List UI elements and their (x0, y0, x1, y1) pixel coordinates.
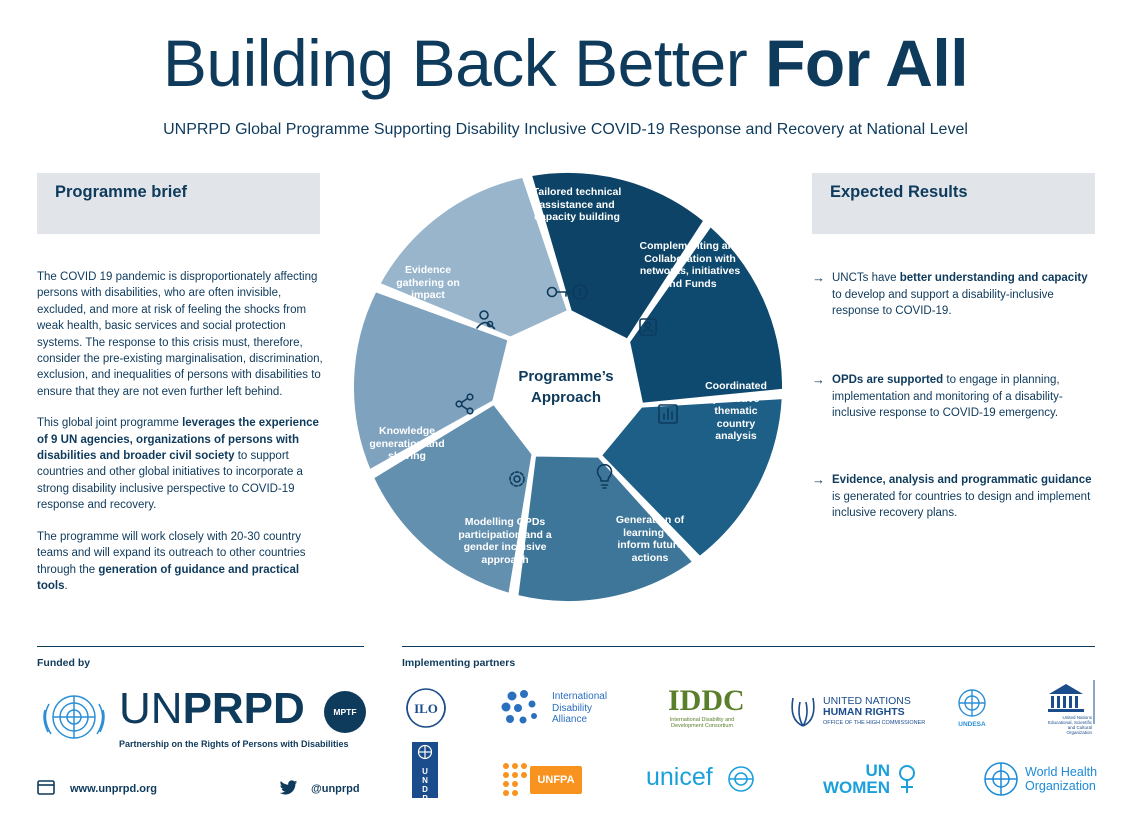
segment-generation-learning (516, 454, 695, 603)
segment-collaboration (628, 225, 785, 405)
brief-paragraph-2: This global joint programme leverages th… (37, 417, 319, 512)
ohchr-emblem-icon (791, 697, 815, 727)
title-bold: For All (765, 26, 969, 100)
segment-label-country-analysis: Coordinated proactive thematic country a… (705, 380, 767, 442)
unesco-temple-icon (1048, 680, 1095, 724)
iddc-logo: IDDC (668, 684, 745, 717)
svg-text:ILO: ILO (414, 701, 438, 716)
unfpa-dots-icon (503, 763, 527, 796)
undesa-emblem-icon (958, 689, 986, 717)
programme-brief-heading: Programme brief (37, 173, 320, 234)
gear-icon (509, 471, 525, 487)
segment-country-analysis (600, 397, 784, 558)
twitter-icon[interactable] (279, 780, 298, 796)
unesco-tagline: United Nations Educational, Scientific a… (1047, 715, 1092, 735)
undesa-logo-text: UNDESA (958, 721, 986, 728)
lightbulb-icon (596, 463, 613, 489)
result-item-2: → OPDs are supported to engage in planni… (812, 372, 1063, 419)
user-search-icon (476, 310, 496, 330)
approach-center-label: Programme’s Approach (518, 368, 614, 406)
unfpa-logo: UNFPA (530, 766, 582, 794)
segment-modelling-opds (372, 403, 534, 595)
page-subtitle: UNPRPD Global Programme Supporting Disab… (163, 121, 968, 138)
segment-label-collaboration: Complementing and Collaboration with net… (639, 240, 741, 290)
funded-by-label: Funded by (37, 657, 91, 669)
divider-left (37, 646, 364, 647)
segment-label-knowledge-sharing: Knowledge generation and sharing (369, 425, 445, 462)
unprpd-logo: UNPRPD (119, 684, 305, 733)
expected-results-heading: Expected Results (812, 173, 1095, 234)
undp-emblem-icon (417, 744, 433, 760)
brief-paragraph-1: The COVID 19 pandemic is disproportionat… (37, 271, 323, 398)
undp-logo: U N D P (412, 742, 438, 803)
partnership-tagline: Partnership on the Rights of Persons wit… (119, 739, 349, 749)
twitter-handle[interactable]: @unprpd (311, 783, 360, 795)
programme-brief-text: The COVID 19 pandemic is disproportionat… (37, 269, 327, 609)
segment-label-generation-learning: Generation of learning to inform future … (615, 514, 685, 564)
ida-logo-icon (501, 690, 537, 724)
segment-label-technical-assistance: Tailored technical assistance and capaci… (532, 186, 622, 223)
mptf-badge: MPTF (324, 691, 366, 733)
unicef-emblem-icon (728, 766, 754, 792)
segment-technical-assistance (530, 171, 706, 341)
un-emblem-icon (43, 695, 105, 739)
key-icon (546, 284, 588, 300)
segment-evidence-gathering (378, 175, 569, 339)
brief-paragraph-3: The programme will work closely with 20-… (37, 530, 306, 592)
unwomen-emblem-icon (899, 765, 915, 793)
implementing-partners-label: Implementing partners (402, 657, 516, 669)
website-link[interactable]: www.unprpd.org (70, 783, 157, 795)
who-emblem-icon (984, 762, 1018, 796)
unicef-logo: unicef (646, 763, 713, 791)
arrow-right-icon: → (812, 270, 825, 285)
badge-icon (639, 318, 657, 336)
segment-label-evidence-gathering: Evidence gathering on impact (396, 264, 460, 301)
arrow-right-icon: → (812, 372, 825, 387)
bar-chart-icon (658, 404, 678, 424)
browser-icon (37, 780, 55, 795)
result-item-1: → UNCTs have better understanding and ca… (812, 270, 1088, 317)
divider-right (402, 646, 1095, 647)
result-item-3: → Evidence, analysis and programmatic gu… (812, 472, 1092, 519)
share-icon (455, 393, 474, 415)
iddc-tagline: International Disability and Development… (669, 717, 735, 729)
segment-label-modelling-opds: Modelling OPDs participation and a gende… (458, 516, 552, 566)
title-light: Building Back Better (162, 26, 748, 100)
page-title: Building Back Better For All (0, 22, 1131, 104)
segment-knowledge-sharing (352, 290, 510, 472)
arrow-right-icon: → (812, 472, 825, 487)
ilo-logo: ILO (406, 688, 446, 728)
